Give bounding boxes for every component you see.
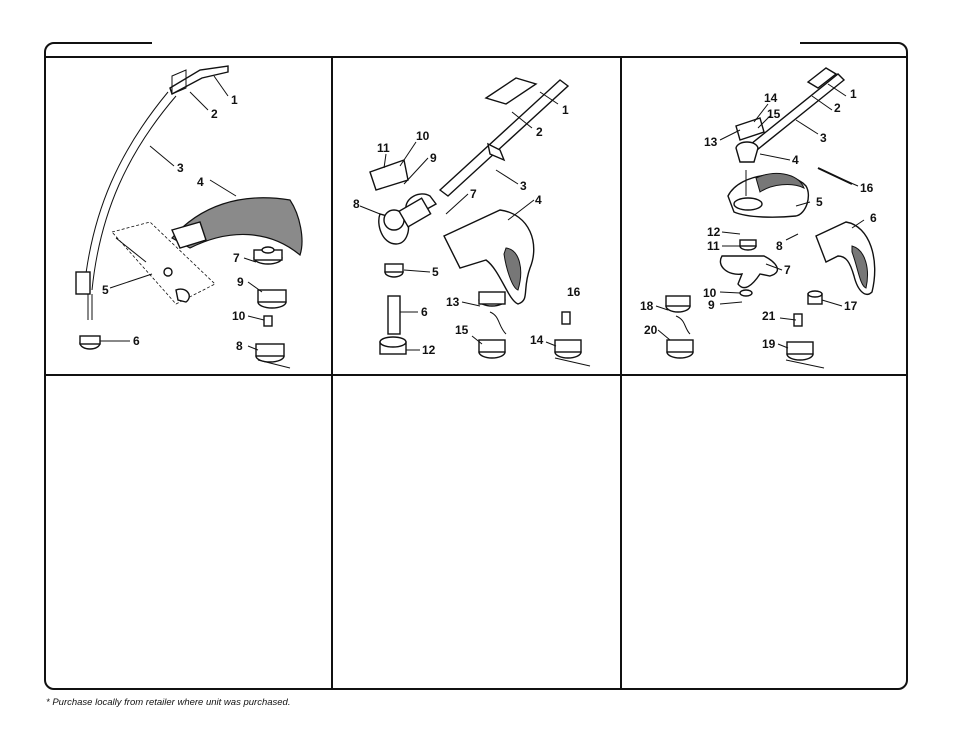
callout-p2-11: 11 (377, 141, 390, 155)
callout-p2-5: 5 (432, 265, 439, 279)
callout-p1-4: 4 (197, 175, 204, 189)
callout-p2-2: 2 (536, 125, 543, 139)
divider-horizontal (44, 374, 908, 376)
divider-vertical-1 (331, 56, 333, 690)
callout-p3-12: 12 (707, 225, 721, 239)
callout-p1-9: 9 (237, 275, 244, 289)
panel-1-drawing (75, 65, 303, 369)
top-rule (44, 56, 908, 58)
callout-p2-8: 8 (353, 197, 360, 211)
callout-p3-14: 14 (764, 91, 778, 105)
callout-p3-8: 8 (776, 239, 783, 253)
callout-p1-7: 7 (233, 251, 240, 265)
callout-p2-6: 6 (421, 305, 428, 319)
callout-p3-15: 15 (767, 107, 781, 121)
callout-p1-8: 8 (236, 339, 243, 353)
callout-p2-16: 16 (567, 285, 581, 299)
callout-p1-3: 3 (177, 161, 184, 175)
callout-p3-13: 13 (704, 135, 718, 149)
callout-p1-1: 1 (231, 93, 238, 107)
callout-p3-18: 18 (640, 299, 654, 313)
callout-p3-11: 11 (707, 239, 720, 253)
callout-p2-3: 3 (520, 179, 527, 193)
callout-p1-5: 5 (102, 283, 109, 297)
divider-vertical-2 (620, 56, 622, 690)
callout-p1-10: 10 (232, 309, 246, 323)
callout-p1-2: 2 (211, 107, 218, 121)
callout-p3-3: 3 (820, 131, 827, 145)
callout-p3-21: 21 (762, 309, 776, 323)
callout-p3-7: 7 (784, 263, 791, 277)
callout-p2-10: 10 (416, 129, 430, 143)
callout-p2-7: 7 (470, 187, 477, 201)
footnote: * Purchase locally from retailer where u… (46, 697, 291, 708)
callout-p1-6: 6 (133, 334, 140, 348)
callout-p3-6: 6 (870, 211, 877, 225)
callout-p3-19: 19 (762, 337, 776, 351)
callout-p3-17: 17 (844, 299, 858, 313)
callout-p2-14: 14 (530, 333, 544, 347)
callout-p3-4: 4 (792, 153, 799, 167)
panel-2-drawing (359, 77, 591, 367)
callout-p2-9: 9 (430, 151, 437, 165)
callout-p3-1: 1 (850, 87, 857, 101)
callout-p2-1: 1 (562, 103, 569, 117)
callout-p2-15: 15 (455, 323, 469, 337)
callout-p3-20: 20 (644, 323, 658, 337)
callout-p3-2: 2 (834, 101, 841, 115)
callout-p2-4: 4 (535, 193, 542, 207)
callout-p3-10: 10 (703, 286, 717, 300)
callout-p2-12: 12 (422, 343, 436, 357)
callout-p3-16: 16 (860, 181, 874, 195)
header-tab-gap-left (152, 40, 800, 46)
callout-p3-5: 5 (816, 195, 823, 209)
callout-p3-9: 9 (708, 298, 715, 312)
panel-3-drawing (655, 67, 876, 369)
callout-p2-13: 13 (446, 295, 460, 309)
